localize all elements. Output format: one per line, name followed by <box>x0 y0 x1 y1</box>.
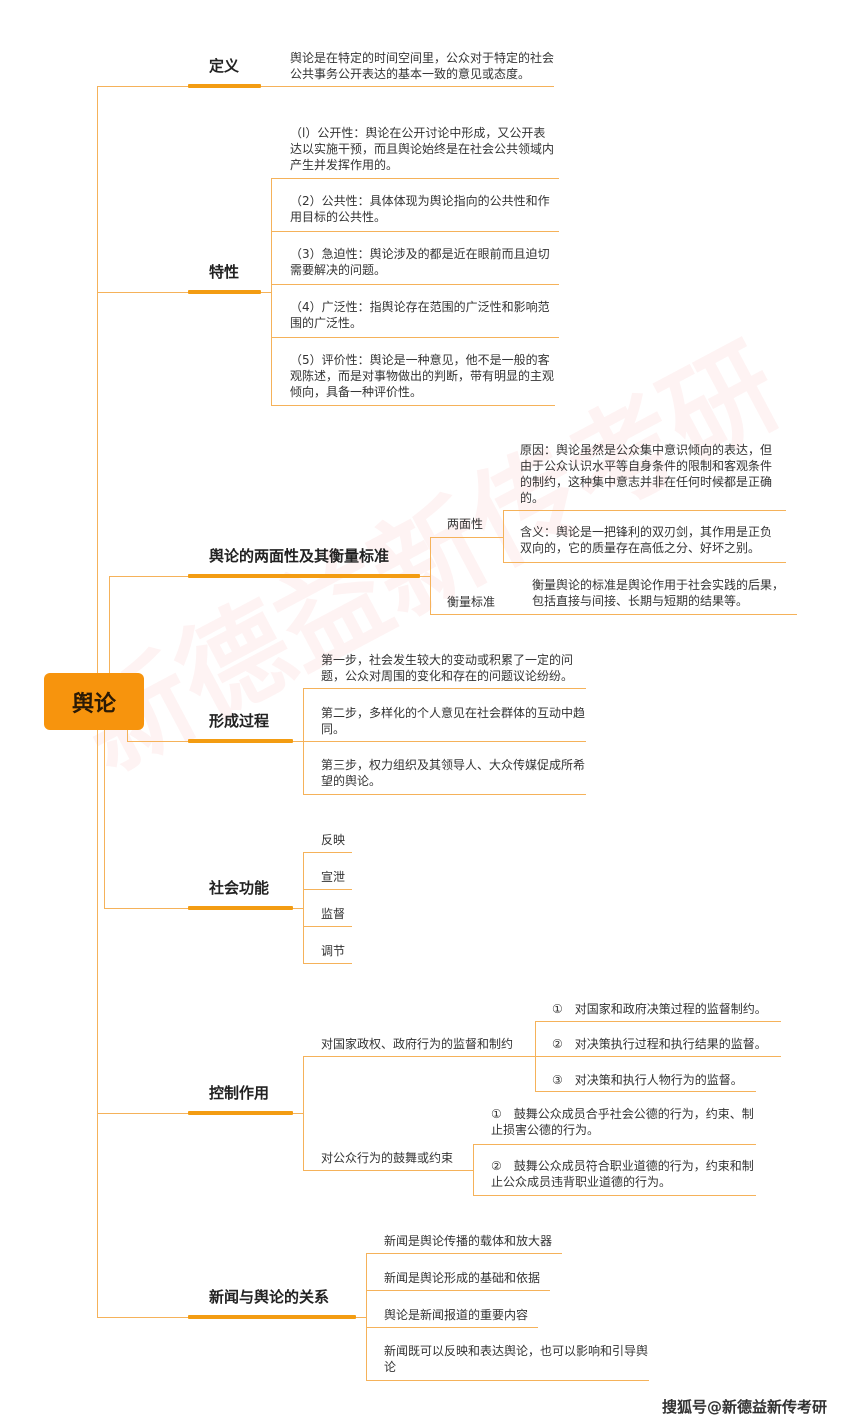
divider <box>473 1195 756 1196</box>
connector-definition <box>97 86 554 87</box>
news-item: 新闻是舆论传播的载体和放大器 <box>384 1234 553 1248</box>
formation-step: 第二步，多样化的个人意见在社会群体的互动中趋同。 <box>321 706 586 736</box>
divider <box>303 889 352 890</box>
news-bracket <box>366 1253 367 1381</box>
divider <box>535 1021 781 1022</box>
control-item: ① 鼓舞公众成员合乎社会公德的行为，约束、制止损害公德的行为。 <box>491 1107 754 1137</box>
branch-formation[interactable]: 形成过程 <box>209 712 270 730</box>
root-node[interactable]: 舆论 <box>44 673 144 730</box>
divider <box>303 926 352 927</box>
characteristic-item: （2）公共性：具体体现为舆论指向的公共性和作用目标的公共性。 <box>290 194 550 224</box>
duality-item: 含义：舆论是一把锋利的双刃剑，其作用是正负双向的，它的质量存在高低之分、好坏之别… <box>520 525 773 555</box>
definition-text: 舆论是在特定的时间空间里，公众对于特定的社会公共事务公开表达的基本一致的意见或态… <box>290 51 555 81</box>
characteristics-bracket <box>271 178 272 406</box>
divider <box>303 688 586 689</box>
divider <box>303 1170 474 1171</box>
divider <box>473 1144 756 1145</box>
formation-step: 第三步，权力组织及其领导人、大众传媒促成所希望的舆论。 <box>321 758 586 788</box>
sub-bracket <box>503 510 504 562</box>
characteristic-item: （3）急迫性：舆论涉及的都是近在眼前而且迫切需要解决的问题。 <box>290 247 550 277</box>
control-item: ② 对决策执行过程和执行结果的监督。 <box>552 1037 767 1051</box>
branch-news-relation[interactable]: 新闻与舆论的关系 <box>209 1288 330 1306</box>
divider <box>303 794 586 795</box>
connector-characteristics <box>97 292 272 293</box>
news-item: 新闻既可以反映和表达舆论，也可以影响和引导舆论 <box>384 1344 649 1374</box>
news-underline <box>188 1315 356 1319</box>
divider <box>271 405 555 406</box>
control-item: ② 鼓舞公众成员符合职业道德的行为，约束和制止公众成员违背职业道德的行为。 <box>491 1159 754 1189</box>
function-item: 反映 <box>321 833 346 847</box>
divider <box>503 562 786 563</box>
news-item: 新闻是舆论形成的基础和依据 <box>384 1271 541 1285</box>
divider <box>271 178 559 179</box>
divider <box>366 1380 649 1381</box>
sub-bracket <box>473 1144 474 1196</box>
control-underline <box>188 1111 293 1115</box>
branch-duality[interactable]: 舆论的两面性及其衡量标准 <box>209 547 390 565</box>
social-functions-bracket <box>303 852 304 964</box>
divider <box>271 284 559 285</box>
characteristic-item: （5）评价性：舆论是一种意见，他不是一般的客观陈述，而是对事物做出的判断，带有明… <box>290 353 555 399</box>
branch-definition[interactable]: 定义 <box>209 57 240 75</box>
control-bracket <box>303 1056 304 1170</box>
divider <box>303 1056 536 1057</box>
trunk-line-inner <box>109 576 110 673</box>
definition-underline <box>188 84 261 88</box>
divider <box>430 614 797 615</box>
branch-control[interactable]: 控制作用 <box>209 1084 270 1102</box>
trunk-line-inner-2 <box>104 730 105 908</box>
divider <box>366 1253 562 1254</box>
divider <box>535 1091 756 1092</box>
function-item: 宣泄 <box>321 870 346 884</box>
divider <box>271 337 559 338</box>
duality-underline <box>188 574 420 578</box>
social-functions-underline <box>188 906 293 910</box>
duality-sub-label[interactable]: 两面性 <box>447 517 484 531</box>
root-label: 舆论 <box>71 691 116 717</box>
duality-bracket <box>430 537 431 614</box>
function-item: 调节 <box>321 944 346 958</box>
formation-step: 第一步，社会发生较大的变动或积累了一定的问题，公众对周围的变化和存在的问题议论纷… <box>321 653 574 683</box>
formation-underline <box>188 739 293 743</box>
divider <box>303 741 586 742</box>
branch-characteristics[interactable]: 特性 <box>209 263 240 281</box>
divider <box>503 510 786 511</box>
duality-item: 原因：舆论虽然是公众集中意识倾向的表达，但由于公众认识水平等自身条件的限制和客观… <box>520 443 773 505</box>
divider <box>271 231 559 232</box>
news-item: 舆论是新闻报道的重要内容 <box>384 1308 529 1322</box>
measure-sub-label[interactable]: 衡量标准 <box>447 595 496 609</box>
control-sub-label[interactable]: 对国家政权、政府行为的监督和制约 <box>321 1037 514 1051</box>
divider <box>303 852 352 853</box>
characteristic-item: （4）广泛性：指舆论存在范围的广泛性和影响范围的广泛性。 <box>290 300 550 330</box>
divider <box>535 1056 781 1057</box>
control-item: ① 对国家和政府决策过程的监督制约。 <box>552 1002 767 1016</box>
function-item: 监督 <box>321 907 346 921</box>
divider <box>303 963 352 964</box>
characteristic-item: （l）公开性：舆论在公开讨论中形成，又公开表达以实施干预，而且舆论始终是在社会公… <box>290 126 555 172</box>
source-credit: 搜狐号@新德益新传考研 <box>661 1398 827 1416</box>
divider <box>366 1290 550 1291</box>
measure-item: 衡量舆论的标准是舆论作用于社会实践的后果，包括直接与间接、长期与短期的结果等。 <box>532 578 785 608</box>
divider <box>366 1327 538 1328</box>
connector-stub <box>127 730 128 741</box>
characteristics-underline <box>188 290 261 294</box>
divider <box>430 537 504 538</box>
branch-social-functions[interactable]: 社会功能 <box>209 879 270 897</box>
control-item: ③ 对决策和执行人物行为的监督。 <box>552 1073 743 1087</box>
control-sub-label[interactable]: 对公众行为的鼓舞或约束 <box>321 1151 454 1165</box>
